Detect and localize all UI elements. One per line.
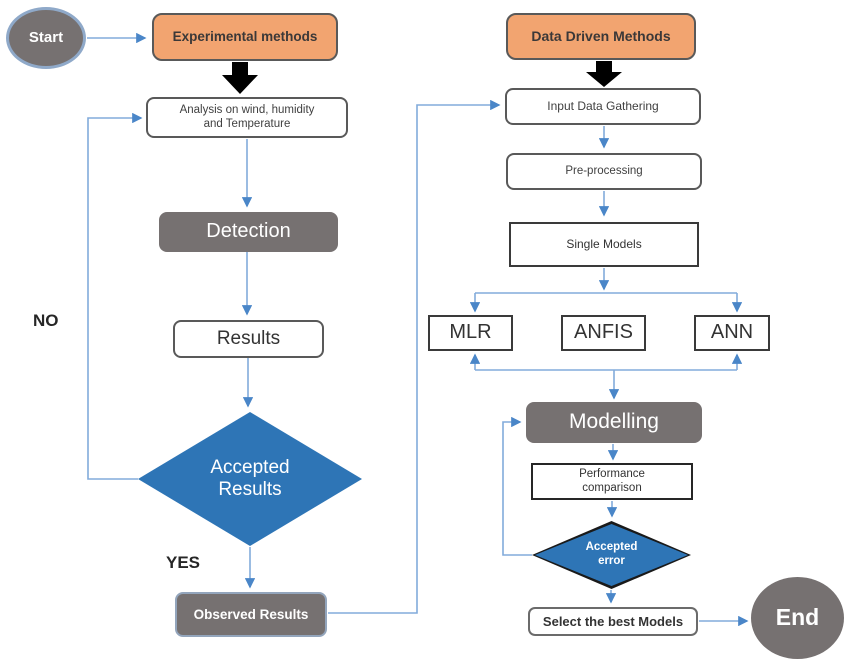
model-anfis-box: ANFIS [561,315,646,351]
data-driven-methods-header: Data Driven Methods [506,13,696,60]
pre-processing-step: Pre-processing [506,153,702,190]
performance-line1: Performance [579,467,645,480]
detection-label: Detection [206,220,291,243]
performance-comparison-step: Performance comparison [531,463,693,500]
performance-line2: comparison [582,481,642,494]
analysis-line1: Analysis on wind, humidity [179,103,315,116]
model-ann-label: ANN [710,321,754,344]
pre-processing-label: Pre-processing [565,164,643,177]
single-models-label: Single Models [566,237,642,252]
start-label: Start [28,29,64,47]
accepted-error-line2: error [598,555,625,567]
data-driven-methods-label: Data Driven Methods [531,28,671,45]
select-best-models-step: Select the best Models [528,607,698,636]
experimental-methods-header: Experimental methods [152,13,338,61]
analysis-step: Analysis on wind, humidity and Temperatu… [146,97,348,138]
single-models-step: Single Models [509,222,699,267]
model-mlr-label: MLR [449,321,492,344]
model-mlr-box: MLR [428,315,513,351]
select-best-models-label: Select the best Models [542,613,684,629]
end-terminator: End [751,577,844,659]
accepted-error-line1: Accepted [585,541,638,554]
input-data-gathering-step: Input Data Gathering [505,88,701,125]
model-anfis-label: ANFIS [574,321,633,344]
edge-observed-inputgathering [328,99,501,614]
input-data-gathering-label: Input Data Gathering [547,99,659,114]
results-step: Results [173,320,324,358]
observed-results-label: Observed Results [193,606,309,622]
block-arrow-experimental-analysis [222,62,258,94]
results-label: Results [216,327,281,349]
no-branch-label: NO [33,311,59,330]
observed-results-step: Observed Results [175,592,327,637]
edge-accepted-analysis-no-loop [87,112,143,480]
experimental-methods-label: Experimental methods [172,29,318,45]
accepted-results-line2: Results [218,479,282,500]
end-label: End [775,604,820,631]
modelling-step: Modelling [526,402,702,443]
accepted-results-line1: Accepted [210,456,290,478]
block-arrow-datadriven-input [586,61,622,87]
yes-branch-label: YES [166,553,201,572]
analysis-line2: and Temperature [203,117,291,130]
model-ann-box: ANN [694,315,770,351]
detection-step: Detection [159,212,338,252]
edge-acceptederror-modelling-loop [502,416,532,556]
modelling-label: Modelling [569,410,659,434]
start-terminator: Start [6,7,86,69]
